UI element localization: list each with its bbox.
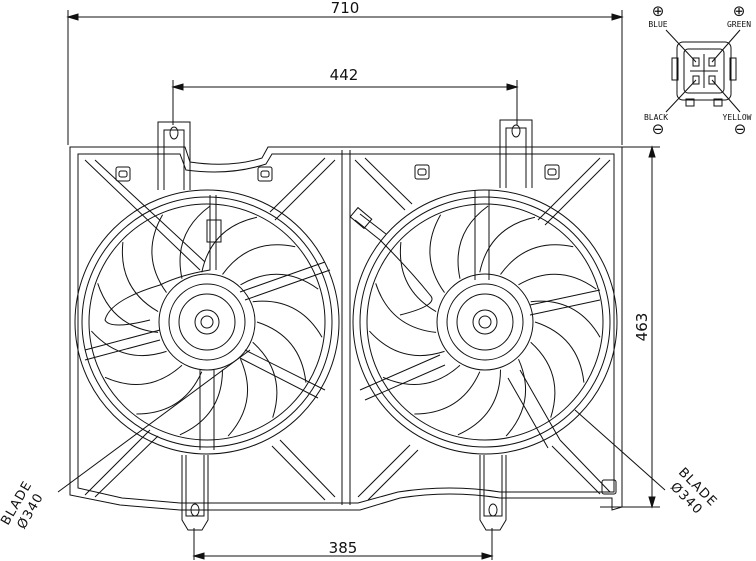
top-mount-left [157, 121, 191, 190]
dim-mount-spacing [171, 80, 519, 125]
fan-blade [252, 300, 323, 338]
dim-overall-width [66, 10, 624, 145]
fan-blade [457, 369, 501, 436]
fan-blade [240, 273, 319, 290]
blade-leader-left [57, 349, 251, 493]
fan-blade [222, 244, 296, 275]
fan-blade [382, 364, 461, 385]
fan-blade [151, 214, 167, 293]
fan-blade [530, 300, 601, 338]
fan-blade [97, 283, 159, 333]
blade-leader-right [574, 409, 666, 491]
fan-blade [104, 364, 183, 385]
wire-label-black: BLACK [644, 113, 668, 122]
wire-label-blue: BLUE [648, 20, 667, 29]
wire-label-green: GREEN [727, 20, 751, 29]
fan-blade [429, 214, 445, 293]
dim-height-label: 463 [633, 313, 651, 342]
fan-blade [518, 273, 597, 290]
dim-mount-spacing-label: 442 [330, 66, 359, 84]
top-mount-right [499, 119, 533, 188]
fan-blade [530, 341, 556, 418]
fan-blade [457, 205, 489, 279]
plus-symbol-blue: ⊕ [652, 2, 665, 20]
left-fan [74, 189, 340, 455]
fan-blade [375, 283, 437, 333]
wire-label-yellow: YELLOW [723, 113, 752, 122]
fan-blade [201, 216, 258, 273]
fan-blade [534, 321, 585, 383]
fan-blade [500, 244, 574, 275]
dim-bottom-spacing-label: 385 [329, 539, 358, 557]
fan-blade [179, 205, 211, 279]
fan-blade [179, 369, 223, 436]
fan-blade [505, 358, 527, 437]
fan-blade [479, 216, 536, 273]
plus-symbol-green: ⊕ [733, 2, 746, 20]
fan-blade [256, 321, 307, 383]
minus-symbol-black: ⊖ [652, 120, 665, 138]
minus-symbol-yellow: ⊖ [734, 120, 747, 138]
bottom-mount-left [181, 455, 209, 531]
fan-blade [399, 242, 437, 313]
dim-overall-width-label: 710 [331, 0, 360, 17]
fan-blade [91, 330, 167, 357]
fan-blade [414, 371, 481, 415]
fan-blade [369, 330, 445, 357]
fan-blade [136, 371, 203, 415]
fan-blade [252, 341, 278, 418]
connector-diagram [665, 29, 741, 113]
dim-height [600, 145, 660, 509]
fan-blade [227, 358, 249, 437]
fan-blade [121, 242, 159, 313]
right-fan [349, 189, 618, 455]
dim-bottom-spacing [192, 528, 494, 560]
bottom-mount-right [479, 455, 507, 531]
